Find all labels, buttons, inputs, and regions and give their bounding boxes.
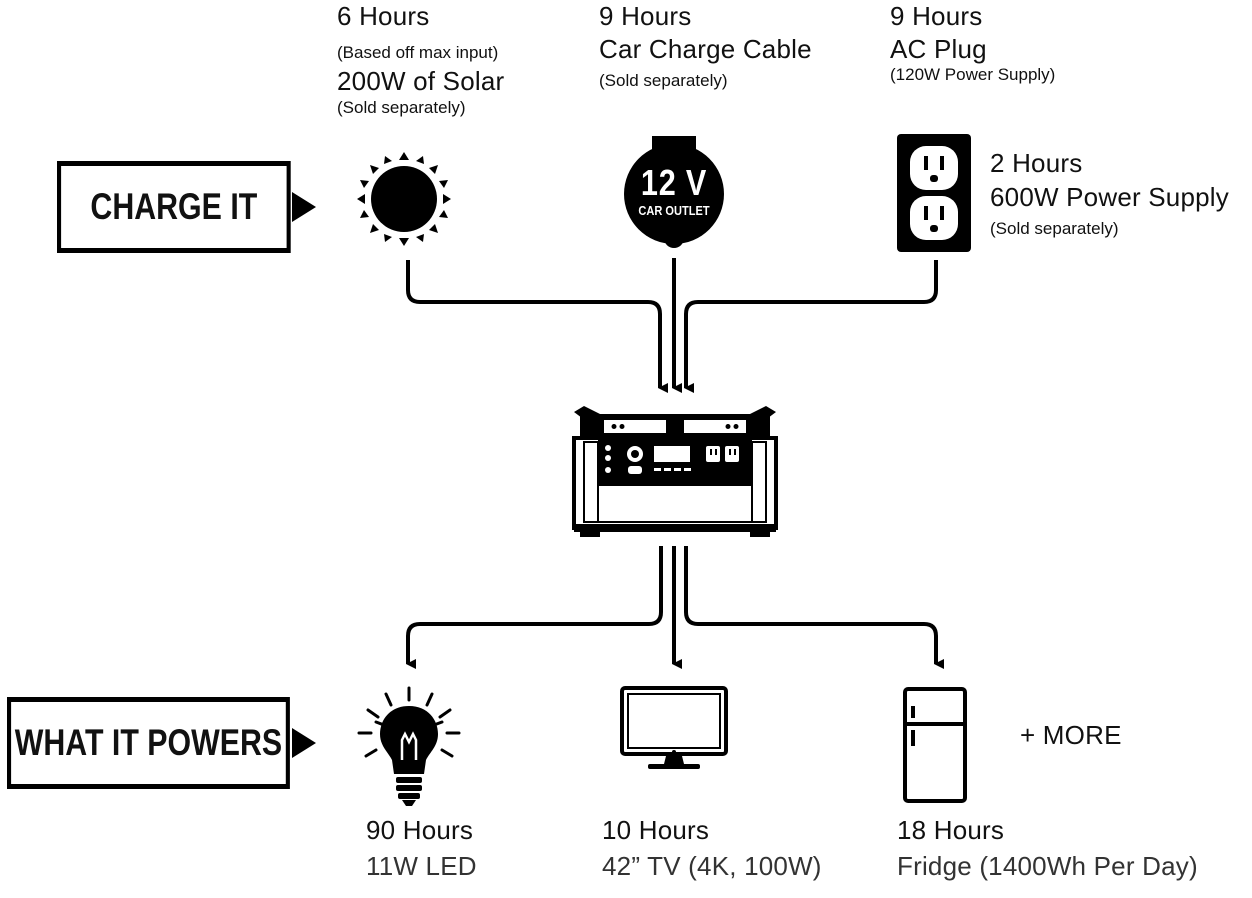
tv-desc: 42” TV (4K, 100W)	[602, 851, 822, 881]
sun-icon	[357, 152, 451, 246]
solar-sub: (Sold separately)	[337, 98, 466, 117]
solar-note: (Based off max input)	[337, 43, 499, 62]
led-desc: 11W LED	[366, 851, 477, 881]
ac-hours: 9 Hours	[890, 1, 983, 31]
car-sub: (Sold separately)	[599, 71, 728, 90]
fridge-icon	[903, 687, 967, 803]
charge-pointer-icon	[292, 192, 316, 222]
ac-wire	[684, 260, 938, 393]
fridge-hours: 18 Hours	[897, 815, 1005, 845]
car-outlet-icon: 12 V CAR OUTLET	[622, 136, 726, 252]
car-outlet-sub-text: CAR OUTLET	[638, 203, 710, 218]
led-hours: 90 Hours	[366, 815, 474, 845]
light-bulb-icon	[357, 686, 461, 806]
what-it-powers-text: WHAT IT POWERS	[14, 722, 283, 763]
led-wire	[406, 546, 663, 669]
car-outlet-main-text: 12 V	[640, 162, 708, 203]
power-station-icon	[572, 406, 778, 537]
ac-fast-sub: (Sold separately)	[990, 219, 1119, 238]
solar-title: 200W of Solar	[337, 66, 505, 96]
solar-hours: 6 Hours	[337, 1, 430, 31]
ac-sub: (120W Power Supply)	[890, 65, 1056, 84]
tv-icon	[620, 686, 728, 769]
charge-it-text: CHARGE IT	[90, 186, 258, 227]
fridge-desc: Fridge (1400Wh Per Day)	[897, 851, 1198, 881]
ac-fast-title: 600W Power Supply	[990, 182, 1229, 212]
ac-fast-hours: 2 Hours	[990, 148, 1083, 178]
ac-title: AC Plug	[890, 34, 987, 64]
tv-hours: 10 Hours	[602, 815, 710, 845]
fridge-wire	[684, 546, 944, 669]
wall-outlet-icon	[897, 134, 971, 252]
more-label: + MORE	[1020, 720, 1122, 750]
powers-pointer-icon	[292, 728, 316, 758]
solar-wire	[406, 260, 668, 393]
car-hours: 9 Hours	[599, 1, 692, 31]
car-title: Car Charge Cable	[599, 34, 812, 64]
